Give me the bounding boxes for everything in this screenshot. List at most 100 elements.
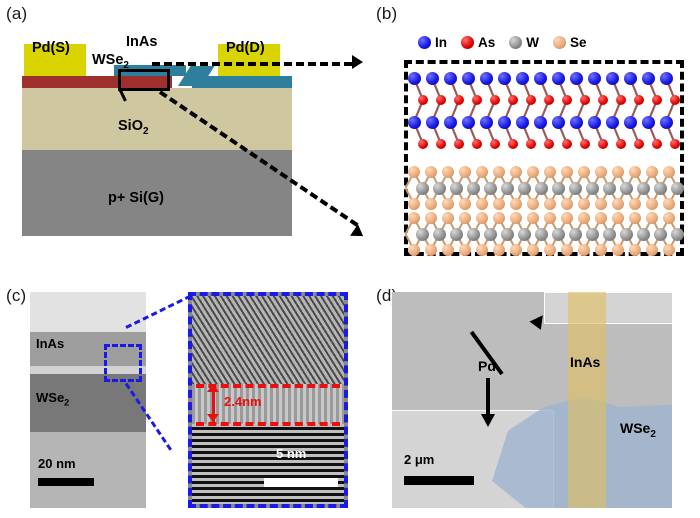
atom-in xyxy=(533,115,547,129)
atom-w xyxy=(637,227,650,241)
atom-as xyxy=(526,139,536,149)
panel-label-a: (a) xyxy=(6,4,28,23)
atom-in xyxy=(515,115,529,129)
atom-in xyxy=(479,115,493,129)
legend-item-as: As xyxy=(461,35,495,50)
tem-band-inas xyxy=(30,332,146,366)
atom-in xyxy=(407,71,421,85)
atom-w xyxy=(433,181,446,195)
atom-se xyxy=(561,212,573,224)
atom-se xyxy=(629,212,641,224)
atom-se xyxy=(646,166,658,178)
atom-in xyxy=(425,115,439,129)
atom-in xyxy=(605,115,619,129)
atom-w xyxy=(535,227,548,241)
tem-label-wse2: WSe2 xyxy=(36,390,69,408)
atom-se xyxy=(476,212,488,224)
atom-se xyxy=(629,166,641,178)
atom-as xyxy=(670,139,680,149)
atom-as xyxy=(634,139,644,149)
atom-se xyxy=(527,212,539,224)
atom-as xyxy=(598,95,608,105)
panel-label-d: (d) xyxy=(376,286,398,305)
atom-in xyxy=(659,115,673,129)
atom-se xyxy=(459,198,471,210)
zoom-region-box xyxy=(118,69,170,91)
measure-label-2-4nm: 2.4nm xyxy=(224,394,262,409)
atom-se xyxy=(612,212,624,224)
atom-se xyxy=(510,198,522,210)
scale-bar-label-2um: 2 μm xyxy=(404,452,435,467)
atom-in xyxy=(479,71,493,85)
atom-w xyxy=(620,227,633,241)
atom-se xyxy=(425,212,437,224)
scale-bar-label-20nm: 20 nm xyxy=(38,456,76,471)
sem-label-wse2: WSe2 xyxy=(620,420,656,440)
label-pd-source: Pd(S) xyxy=(32,40,70,56)
atom-se xyxy=(578,166,590,178)
atom-w xyxy=(501,227,514,241)
atom-se xyxy=(510,166,522,178)
atom-w xyxy=(416,227,429,241)
atom-as xyxy=(526,95,536,105)
tem-label-wse2-text: WSe xyxy=(36,390,65,405)
atom-as xyxy=(508,95,518,105)
atom-in xyxy=(461,71,475,85)
atom-as xyxy=(472,139,482,149)
atom-se xyxy=(493,166,505,178)
tem-label-wse2-sub: 2 xyxy=(64,397,70,408)
electrode-pd-source xyxy=(24,44,86,76)
atom-se xyxy=(408,244,420,256)
label-wse2-sub: 2 xyxy=(123,59,129,71)
atom-se xyxy=(408,166,420,178)
atom-as xyxy=(562,139,572,149)
atom-se xyxy=(459,244,471,256)
atom-se xyxy=(578,244,590,256)
atom-dot-se-icon xyxy=(553,35,567,49)
panel-b-legend: In As W Se xyxy=(418,32,680,52)
atom-w xyxy=(484,227,497,241)
atom-se xyxy=(527,244,539,256)
measure-line-bottom xyxy=(196,422,340,426)
label-sio2: SiO2 xyxy=(118,118,149,137)
legend-item-in: In xyxy=(418,35,447,50)
label-sio2-text: SiO xyxy=(118,118,143,134)
atom-dot-as-icon xyxy=(461,35,474,49)
atom-se xyxy=(510,244,522,256)
atom-se xyxy=(561,166,573,178)
atom-se xyxy=(561,198,573,210)
atom-in xyxy=(659,71,673,85)
atom-as xyxy=(544,139,554,149)
atom-in xyxy=(623,71,637,85)
atom-w xyxy=(467,181,480,195)
atom-se xyxy=(442,212,454,224)
scale-bar-label-5nm: 5 nm xyxy=(276,446,307,461)
atom-in xyxy=(641,115,655,129)
legend-item-w: W xyxy=(509,35,539,50)
panel-label-b: (b) xyxy=(376,4,398,23)
atom-w xyxy=(450,227,463,241)
atom-se xyxy=(442,166,454,178)
atom-as xyxy=(454,139,464,149)
atom-se xyxy=(561,244,573,256)
atom-se xyxy=(629,244,641,256)
atom-se xyxy=(612,198,624,210)
atom-w xyxy=(654,227,667,241)
label-wse2: WSe2 xyxy=(92,52,129,71)
legend-label-as: As xyxy=(478,34,496,50)
atom-as xyxy=(436,95,446,105)
connector-arrow-top xyxy=(152,62,352,66)
inas-strip-overlay xyxy=(568,292,606,508)
pd-pad-top xyxy=(544,292,672,324)
atom-se xyxy=(510,212,522,224)
legend-label-w: W xyxy=(526,34,540,50)
tem-inset-region-box xyxy=(104,344,142,382)
atom-as xyxy=(598,139,608,149)
atom-as xyxy=(418,139,428,149)
atom-w xyxy=(654,181,667,195)
atom-se xyxy=(425,244,437,256)
atom-as xyxy=(508,139,518,149)
label-sio2-sub: 2 xyxy=(142,125,149,137)
sem-label-wse2-text: WSe xyxy=(620,420,651,436)
lattice-inas xyxy=(407,70,680,156)
